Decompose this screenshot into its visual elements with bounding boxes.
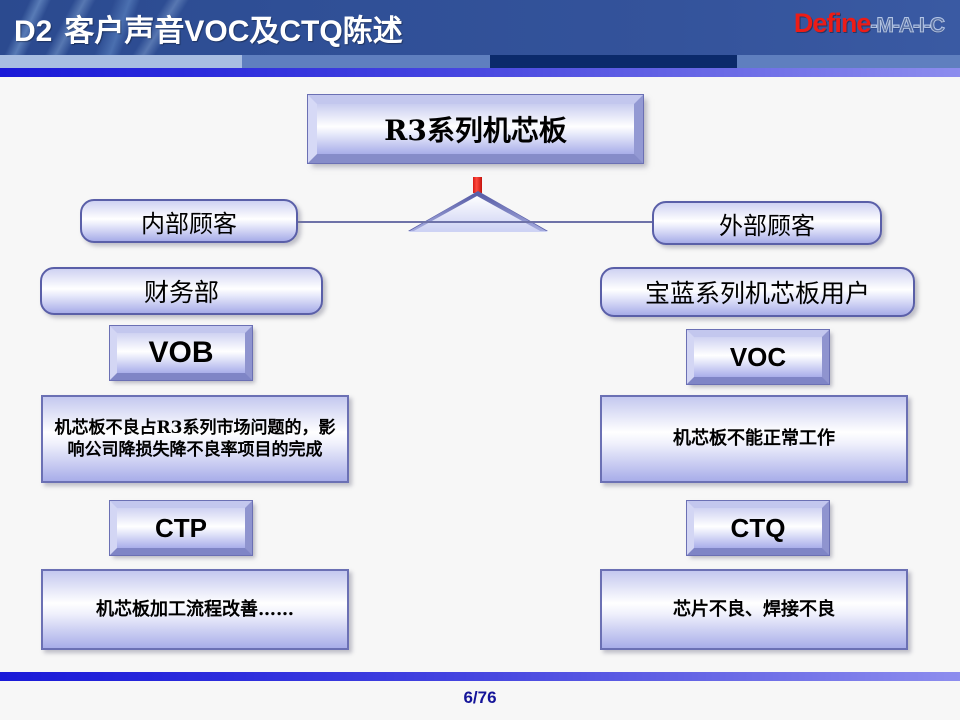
right-department-label: 宝蓝系列机芯板用户 bbox=[644, 279, 870, 308]
left-critical-plate: CTP bbox=[109, 500, 253, 556]
left-voice-plate: VOB bbox=[109, 325, 253, 381]
product-box-label: R3系列机芯板 bbox=[384, 114, 567, 147]
right-description-box: 机芯板不能正常工作 bbox=[600, 395, 908, 483]
slide-header: D2 客户声音VOC及CTQ陈述 Define-M-A-I-C bbox=[0, 0, 960, 55]
product-box: R3系列机芯板 bbox=[307, 94, 644, 164]
right-voice-plate-label: VOC bbox=[729, 341, 787, 372]
internal-customer-box: 内部顾客 bbox=[80, 199, 298, 243]
page-title-text: 客户声音VOC及CTQ陈述 bbox=[64, 15, 403, 48]
dmaic-active-stage: Define bbox=[793, 8, 872, 38]
footer-gradient-rule bbox=[0, 672, 960, 681]
dmaic-remaining-stages: -M-A-I-C bbox=[870, 14, 946, 38]
header-band-segment-1 bbox=[0, 55, 242, 68]
left-description-box: 机芯板不良占R3系列市场问题的，影响公司降损失降不良率项目的完成 bbox=[41, 395, 349, 483]
right-outcome-text: 芯片不良、焊接不良 bbox=[673, 598, 835, 620]
internal-customer-label: 内部顾客 bbox=[141, 209, 237, 238]
external-customer-box: 外部顾客 bbox=[652, 201, 882, 245]
right-outcome-box: 芯片不良、焊接不良 bbox=[600, 569, 908, 650]
slide-body: R3系列机芯板 内部顾客 外部顾客 财务部 VOB 机芯板不良占R3系列市场问题… bbox=[0, 77, 960, 672]
page-number: 6/76 bbox=[463, 688, 497, 707]
right-voice-plate: VOC bbox=[686, 329, 830, 385]
header-color-band bbox=[0, 55, 960, 68]
left-department-label: 财务部 bbox=[143, 278, 219, 307]
right-department-box: 宝蓝系列机芯板用户 bbox=[600, 267, 915, 317]
header-band-segment-3 bbox=[490, 55, 737, 68]
right-description-text: 机芯板不能正常工作 bbox=[673, 428, 835, 450]
header-band-segment-2 bbox=[242, 55, 490, 68]
right-critical-plate: CTQ bbox=[686, 500, 830, 556]
left-outcome-text: 机芯板加工流程改善…… bbox=[96, 598, 294, 620]
left-voice-plate-label: VOB bbox=[148, 336, 214, 369]
connector-red-stem bbox=[473, 177, 482, 193]
left-description-text: 机芯板不良占R3系列市场问题的，影响公司降损失降不良率项目的完成 bbox=[54, 417, 336, 460]
header-band-segment-4 bbox=[737, 55, 960, 68]
external-customer-label: 外部顾客 bbox=[719, 211, 815, 240]
connector-triangle-fill bbox=[412, 196, 542, 232]
right-critical-plate-label: CTQ bbox=[730, 512, 786, 543]
left-critical-plate-label: CTP bbox=[155, 512, 207, 543]
page-title: D2 客户声音VOC及CTQ陈述 bbox=[14, 6, 403, 50]
dmaic-stage-indicator: Define-M-A-I-C bbox=[793, 8, 946, 39]
header-gradient-rule bbox=[0, 68, 960, 77]
left-outcome-box: 机芯板加工流程改善…… bbox=[41, 569, 349, 650]
connector-horizontal-line bbox=[290, 221, 660, 223]
left-department-box: 财务部 bbox=[40, 267, 323, 315]
page-title-code: D2 bbox=[14, 15, 53, 48]
